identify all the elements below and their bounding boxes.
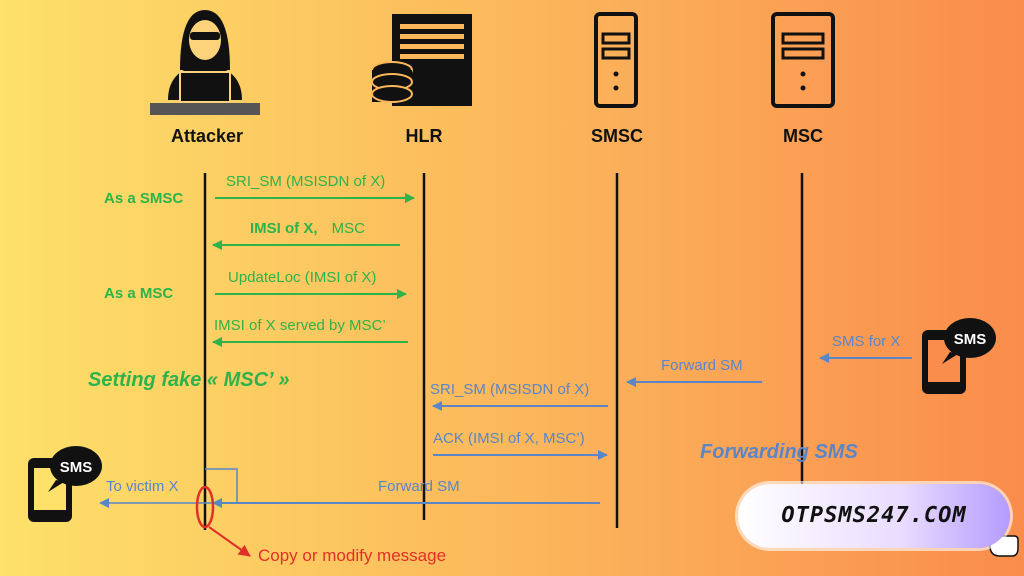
brand-label[interactable]: OTPSMS247.COM <box>781 503 967 528</box>
msg-imsi-served: IMSI of X served by MSC’ <box>214 317 386 334</box>
banner-forwarding: Forwarding SMS <box>700 441 858 463</box>
entity-label-smsc: SMSC <box>590 126 643 146</box>
sms-icon-label: SMS <box>60 459 93 476</box>
banner-setting-fake: Setting fake « MSC’ » <box>88 369 290 391</box>
note-pointer-arrow <box>208 526 251 557</box>
sms-icon-label: SMS <box>954 331 987 348</box>
msg-forward-sm-2: Forward SM <box>378 478 460 495</box>
msg-msc: MSC <box>331 220 366 237</box>
entity-label-attacker: Attacker <box>170 126 244 146</box>
server-database-icon <box>371 14 472 106</box>
msg-sri-sm: SRI_SM (MSISDN of X) <box>226 173 386 190</box>
intercept-marker <box>195 485 215 529</box>
entity-label-msc: MSC <box>783 126 823 146</box>
brand-badge[interactable]: OTPSMS247.COM <box>738 484 1010 548</box>
msg-ack: ACK (IMSI of X, MSC’) <box>433 430 585 447</box>
sms-phone-icon: SMS <box>28 446 102 522</box>
msg-imsi-bold: IMSI of X, <box>250 220 318 237</box>
hacker-icon <box>150 10 260 115</box>
msg-sms-for-x: SMS for X <box>832 333 901 350</box>
msg-update-loc: UpdateLoc (IMSI of X) <box>228 269 377 286</box>
note-copy-modify: Copy or modify message <box>258 546 447 565</box>
arrow-to-victim <box>99 468 238 508</box>
msg-to-victim: To victim X <box>106 478 179 495</box>
entity-label-hlr: HLR <box>405 126 443 146</box>
msg-forward-sm-1: Forward SM <box>661 357 743 374</box>
role-as-msc: As a MSC <box>104 285 174 302</box>
msg-imsi-msc: IMSI of X, MSC <box>250 220 365 237</box>
role-as-smsc: As a SMSC <box>104 190 184 207</box>
sms-phone-icon: SMS <box>922 318 996 394</box>
server-tower-icon <box>594 12 638 108</box>
msg-sri-sm-2: SRI_SM (MSISDN of X) <box>430 381 590 398</box>
server-tower-icon <box>771 12 835 108</box>
